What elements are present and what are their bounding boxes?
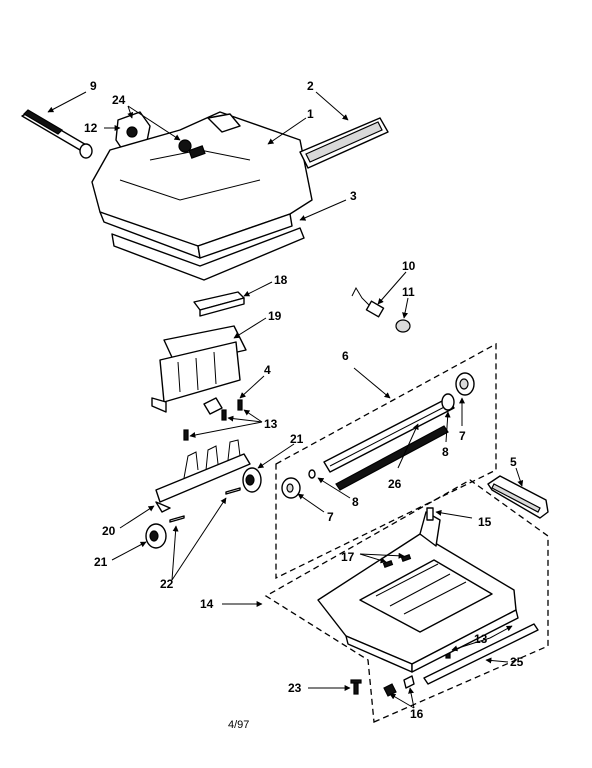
- part-23-screw: [350, 679, 362, 695]
- part-22-axle-pins: [169, 487, 241, 523]
- label-part-24: 24: [112, 93, 126, 107]
- part-4-clip: [203, 397, 223, 415]
- part-11-bulb: [395, 319, 411, 333]
- part-25-bottom-plate: [423, 623, 539, 685]
- label-part-21-lower: 21: [94, 555, 108, 569]
- part-10-cord-connector: [351, 286, 385, 318]
- label-part-4: 4: [264, 363, 271, 377]
- part-1-hood: [91, 111, 313, 259]
- label-part-3: 3: [350, 189, 357, 203]
- part-20-axle-frame: [155, 439, 251, 513]
- label-part-11: 11: [402, 285, 415, 299]
- label-part-17: 17: [341, 550, 355, 564]
- part-7-end-cap-right: [455, 372, 475, 396]
- part-19-hinge-bracket: [151, 325, 247, 413]
- label-part-20: 20: [102, 524, 116, 538]
- callout-labels: 9 24 12 2 1 3 18 19 4 13 21 20 21 22 10 …: [84, 79, 524, 721]
- part-8-bearing-left: [308, 469, 316, 479]
- label-part-22: 22: [160, 577, 174, 591]
- part-15-belt-guide: [426, 507, 434, 521]
- part-16-latch: [383, 675, 415, 697]
- label-part-7-right: 7: [459, 429, 466, 443]
- part-2-lens: [299, 117, 389, 169]
- part-7-end-cap-left: [281, 477, 301, 499]
- part-21-wheel-rear: [242, 467, 262, 493]
- part-3-bumper: [111, 227, 305, 281]
- leader-lines: [47, 91, 524, 709]
- label-part-18: 18: [274, 273, 288, 287]
- label-part-2: 2: [307, 79, 314, 93]
- label-part-21-upper: 21: [290, 432, 304, 446]
- label-part-8-left: 8: [352, 495, 359, 509]
- part-21-wheel-front: [145, 523, 167, 549]
- label-part-19: 19: [268, 309, 282, 323]
- part-26-brushroll: [323, 397, 455, 491]
- label-part-10: 10: [402, 259, 416, 273]
- label-part-5: 5: [510, 455, 517, 469]
- label-part-13-lower: 13: [474, 632, 488, 646]
- label-part-14: 14: [200, 597, 214, 611]
- part-14-base-pan: [317, 511, 519, 673]
- label-part-26: 26: [388, 477, 402, 491]
- label-part-16: 16: [410, 707, 424, 721]
- label-part-25: 25: [510, 655, 524, 669]
- label-part-1: 1: [307, 107, 314, 121]
- part-5-belt: [487, 475, 549, 519]
- label-part-15: 15: [478, 515, 492, 529]
- label-part-9: 9: [90, 79, 97, 93]
- part-9-handle-shaft: [21, 109, 93, 159]
- label-part-23: 23: [288, 681, 302, 695]
- label-part-7-left: 7: [327, 510, 334, 524]
- part-14-base-assembly-outline: [264, 479, 549, 723]
- part-18-bracket: [193, 291, 245, 317]
- part-8-bearing-right: [441, 393, 455, 411]
- label-part-6: 6: [342, 349, 349, 363]
- label-part-8-right: 8: [442, 445, 449, 459]
- part-17-clips: [382, 553, 412, 569]
- date-code: 4/97: [228, 719, 249, 731]
- label-part-12: 12: [84, 121, 98, 135]
- label-part-13-upper: 13: [264, 417, 278, 431]
